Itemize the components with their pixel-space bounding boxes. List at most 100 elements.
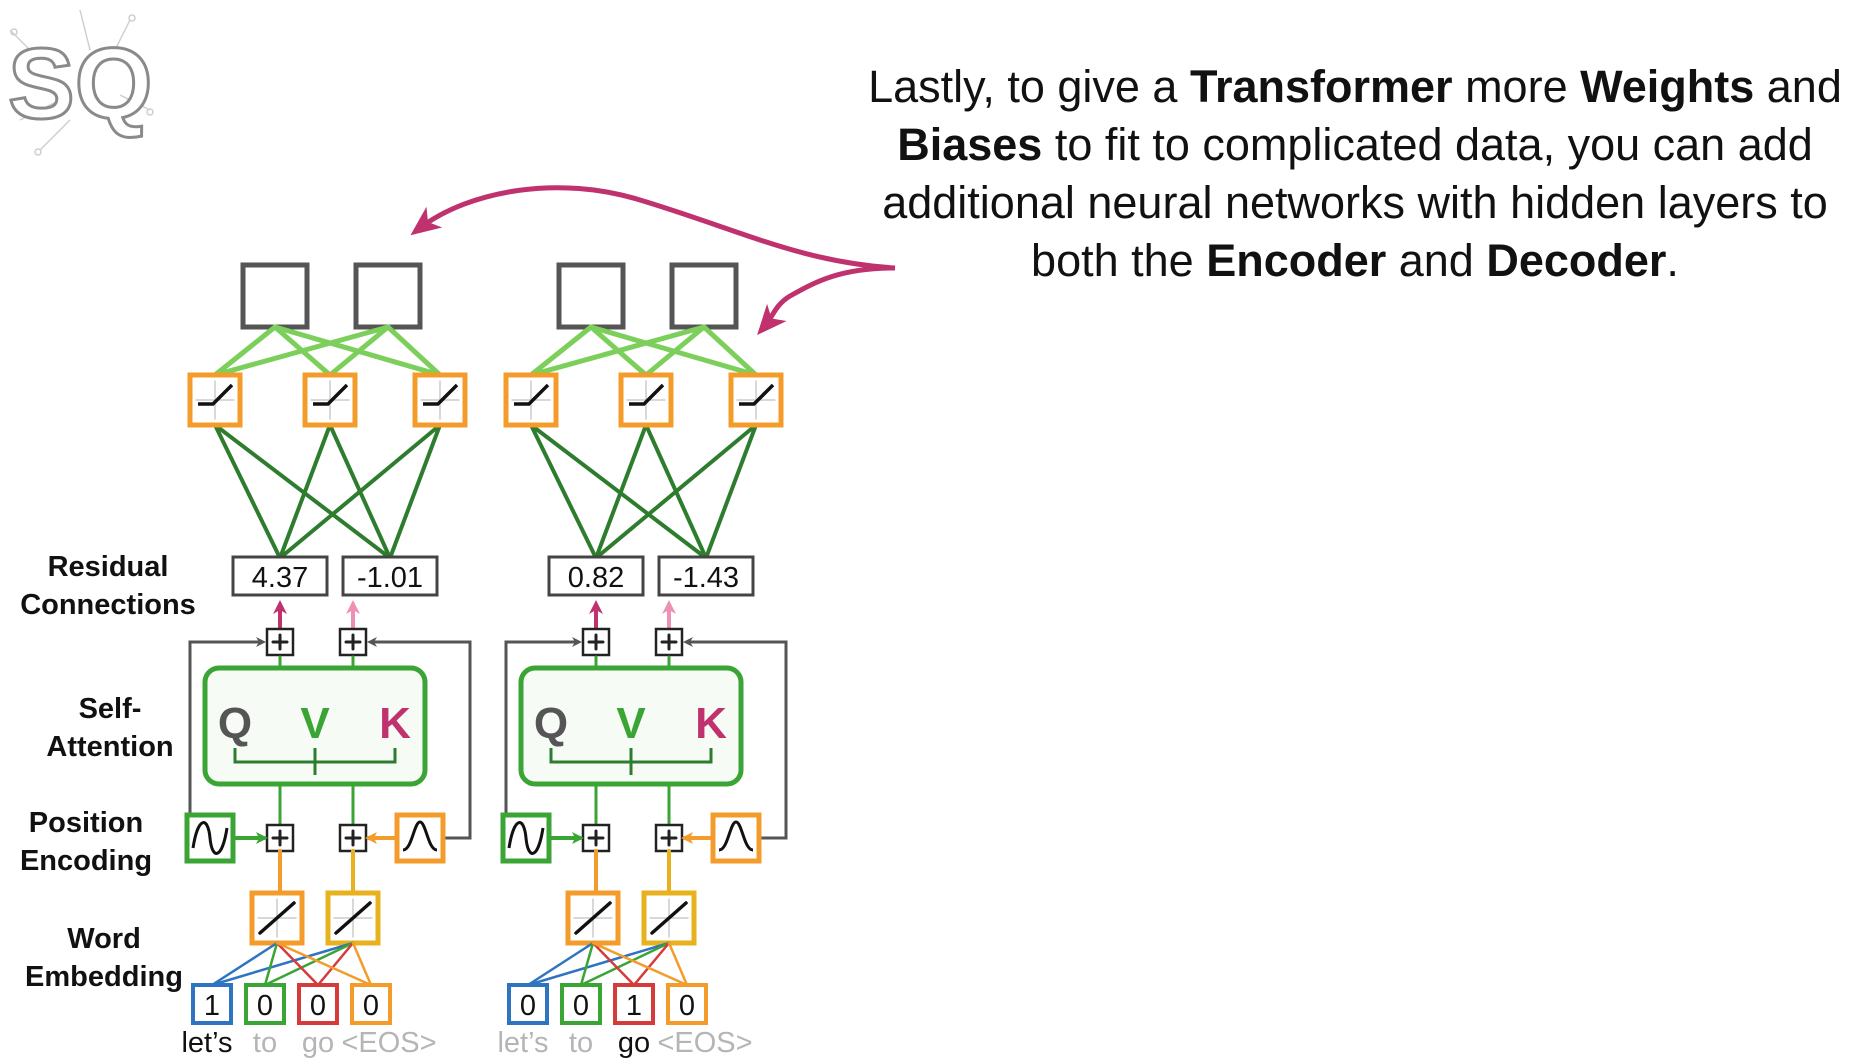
sine-encoding-icon (184, 812, 236, 864)
one-hot-value: 0 (573, 990, 589, 1022)
one-hot-box (666, 983, 708, 1025)
weight-dark (529, 423, 598, 560)
output-node-1 (556, 262, 626, 330)
token-label-2: to (569, 1027, 593, 1059)
caption-part: more (1452, 61, 1581, 112)
weight-light (212, 324, 278, 378)
caption-part: Weights (1580, 61, 1755, 112)
one-hot-box (350, 983, 392, 1025)
cosine-encoding-icon (710, 812, 762, 864)
input-weight (210, 941, 355, 987)
label-self-attention: Self-Attention (46, 693, 174, 763)
relu-node-2 (302, 372, 358, 428)
embedding-node-2 (325, 890, 381, 946)
attention-letter-q: Q (534, 699, 568, 748)
relu-curve (514, 383, 550, 406)
input-weight (275, 941, 373, 987)
one-hot-input-4: 0 (666, 983, 708, 1025)
one-hot-value: 0 (257, 990, 273, 1022)
weight-light (701, 324, 759, 378)
sine-encoding-icon (500, 812, 552, 864)
one-hot-input-1: 0 (507, 983, 549, 1025)
attention-box (518, 665, 744, 787)
statquest-logo: SQ (7, 9, 154, 156)
residual-add-2 (654, 627, 684, 657)
cosine-encoding-icon (394, 812, 446, 864)
residual-text: -1.43 (673, 562, 739, 594)
residual-box (657, 555, 755, 597)
identity-line (258, 901, 296, 935)
output-node-1 (240, 262, 310, 330)
weight-dark (388, 423, 442, 560)
relu-curve (739, 383, 775, 406)
input-weight (591, 941, 689, 987)
weight-light (385, 324, 443, 378)
caption-text: Lastly, to give a Transformer more Weigh… (850, 58, 1860, 290)
output-node-2 (669, 262, 739, 330)
relu-node-3 (412, 372, 468, 428)
relu-curve (313, 383, 349, 406)
token-label-3: go (302, 1027, 334, 1059)
attention-bracket (233, 748, 397, 775)
residual-box (341, 555, 439, 597)
one-hot-input-2: 0 (244, 983, 286, 1025)
caption-part: Lastly, to give a (868, 61, 1190, 112)
attention-bracket (549, 748, 713, 775)
token-label-3: go (618, 1027, 650, 1059)
skip-connection-right (683, 637, 788, 840)
one-hot-box (244, 983, 286, 1025)
one-hot-input-1: 1 (191, 983, 233, 1025)
caption-part: Biases (897, 119, 1043, 170)
caption-part: and (1754, 61, 1842, 112)
token-label-4: <EOS> (341, 1027, 436, 1059)
residual-add-1 (581, 627, 611, 657)
input-weight (210, 941, 279, 987)
identity-line (650, 901, 688, 935)
skip-connection-right (367, 637, 472, 840)
one-hot-value: 1 (626, 990, 642, 1022)
caption-part: Decoder (1486, 235, 1667, 286)
weight-light (588, 324, 649, 378)
relu-curve (423, 383, 459, 406)
identity-line (574, 901, 612, 935)
residual-value-1: 0.82 (547, 555, 645, 597)
input-weight (526, 941, 671, 987)
attention-letter-v: V (300, 699, 330, 748)
one-hot-input-4: 0 (350, 983, 392, 1025)
relu-curve (629, 383, 665, 406)
weight-light (272, 324, 443, 378)
attention-letter-k: K (695, 699, 727, 748)
residual-value-1: 4.37 (231, 555, 329, 597)
position-add-1 (265, 823, 295, 853)
weight-light (528, 324, 594, 378)
cosine-curve (718, 820, 754, 852)
residual-text: 0.82 (568, 562, 624, 594)
input-weight (579, 941, 671, 987)
position-add-2 (338, 823, 368, 853)
position-add-2 (654, 823, 684, 853)
embedding-node-2 (641, 890, 697, 946)
residual-add-2 (338, 627, 368, 657)
input-weight (263, 941, 355, 987)
one-hot-value: 0 (679, 990, 695, 1022)
input-weight (351, 941, 373, 987)
cosine-curve (402, 820, 438, 852)
one-hot-box (297, 983, 339, 1025)
residual-text: 4.37 (252, 562, 308, 594)
weight-dark (213, 423, 392, 560)
input-weight (632, 941, 671, 987)
caption-part: and (1386, 235, 1487, 286)
input-weight (526, 941, 595, 987)
relu-node-1 (187, 372, 243, 428)
input-weight (316, 941, 355, 987)
caption-part: . (1666, 235, 1679, 286)
pointer-arrows (410, 185, 896, 336)
output-node-2 (353, 262, 423, 330)
one-hot-value: 0 (310, 990, 326, 1022)
token-label-2: to (253, 1027, 277, 1059)
one-hot-value: 0 (520, 990, 536, 1022)
weight-dark (328, 423, 392, 560)
